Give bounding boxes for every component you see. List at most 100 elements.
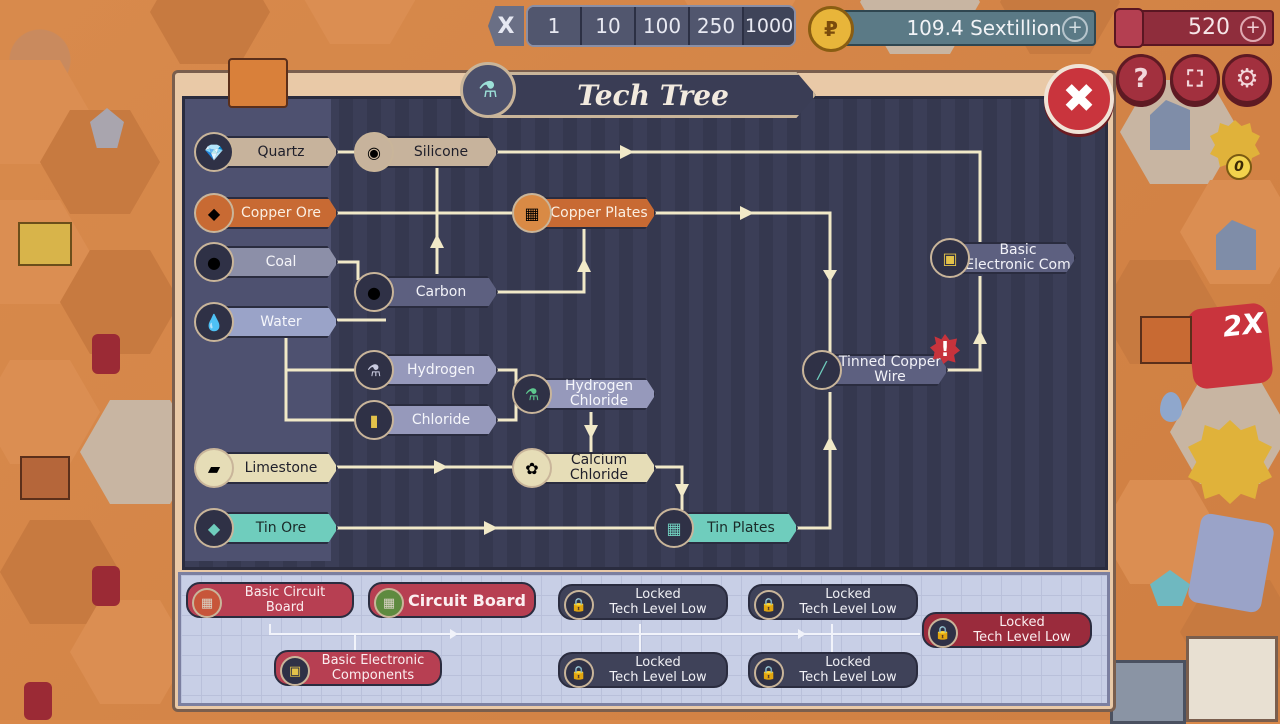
- tech-node-water[interactable]: 💧 Water: [194, 302, 338, 342]
- lock-icon: 🔒: [754, 590, 784, 620]
- label-line-2: Board: [265, 600, 305, 615]
- tech-node-hydrogen[interactable]: ⚗ Hydrogen: [354, 350, 498, 390]
- gems-value: 520: [1188, 15, 1230, 40]
- help-button[interactable]: ?: [1116, 54, 1166, 104]
- label-line-1: Calcium: [570, 452, 628, 468]
- limestone-icon: ▰: [194, 448, 234, 488]
- tech-node-carbon[interactable]: ● Carbon: [354, 272, 498, 312]
- money-bar: 109.4 Sextillion +: [836, 10, 1096, 46]
- water-drop-icon: [1160, 392, 1182, 422]
- barrel-icon: [92, 334, 120, 374]
- add-money-button[interactable]: +: [1062, 16, 1088, 42]
- tech-tree-area: [182, 96, 1108, 570]
- circuit-board-icon: ▦: [374, 588, 404, 618]
- multiplier-250-button[interactable]: 250: [690, 7, 744, 45]
- multiplier-selector: X 1 10 100 250 1000: [488, 4, 796, 48]
- coal-icon: ●: [194, 242, 234, 282]
- circuit-chip-icon: ▣: [930, 238, 970, 278]
- tech-node-copper-ore[interactable]: ◆ Copper Ore: [194, 193, 338, 233]
- label-line-2: Tech Level Low: [799, 602, 897, 617]
- gem-icon: [1114, 8, 1144, 48]
- keys-badge[interactable]: 0: [1210, 120, 1266, 180]
- add-gems-button[interactable]: +: [1240, 16, 1266, 42]
- tech-node-silicone[interactable]: ◉ Silicone: [354, 132, 498, 172]
- tech-node-label: Limestone: [208, 452, 338, 484]
- barrel-icon: [24, 682, 52, 720]
- multiplier-options: 1 10 100 250 1000: [526, 5, 796, 47]
- keys-count: 0: [1226, 154, 1252, 180]
- multiplier-10-button[interactable]: 10: [582, 7, 636, 45]
- label-line-2: Chloride: [569, 393, 629, 409]
- tech-node-copper-plates[interactable]: ▦ Copper Plates: [512, 193, 656, 233]
- panel-title-banner: Tech Tree: [490, 72, 816, 118]
- copper-ore-icon: ◆: [194, 193, 234, 233]
- hydrogen-flask-icon: ⚗: [354, 350, 394, 390]
- label-line-1: Basic Electronic: [321, 653, 425, 668]
- chloride-battery-icon: ▮: [354, 400, 394, 440]
- tech-node-quartz[interactable]: 💎 Quartz: [194, 132, 338, 172]
- multiplier-1-button[interactable]: 1: [528, 7, 582, 45]
- label-line-1: Locked: [825, 587, 871, 602]
- label-line-1: Locked: [635, 587, 681, 602]
- label-line-1: Basic Circuit: [244, 585, 326, 600]
- lock-icon: 🔒: [564, 590, 594, 620]
- lock-icon: 🔒: [564, 658, 594, 688]
- tech-node-tin-ore[interactable]: ◆ Tin Ore: [194, 508, 338, 548]
- settings-gear-button[interactable]: ⚙: [1222, 54, 1272, 104]
- label-line-1: Locked: [635, 655, 681, 670]
- close-button[interactable]: ✖: [1044, 64, 1114, 134]
- circuit-chip-icon: ▣: [280, 656, 310, 686]
- multiplier-100-button[interactable]: 100: [636, 7, 690, 45]
- multiplier-x-button[interactable]: X: [488, 6, 524, 46]
- gems-bar: 520 +: [1128, 10, 1274, 46]
- hydrogen-chloride-flask-icon: ⚗: [512, 374, 552, 414]
- label-line-2: Electronic Com: [965, 257, 1071, 273]
- tech-node-coal[interactable]: ● Coal: [194, 242, 338, 282]
- silicone-icon: ◉: [354, 132, 394, 172]
- label-line-2: Chloride: [569, 467, 629, 483]
- flask-gear-icon: ⚗: [460, 62, 516, 118]
- tin-ore-crystal-icon: ◆: [194, 508, 234, 548]
- tech-node-limestone[interactable]: ▰ Limestone: [194, 448, 338, 488]
- wire-icon: ╱: [802, 350, 842, 390]
- gold-bars-icon: [18, 222, 72, 266]
- money-counter: 109.4 Sextillion + ₽: [808, 6, 1096, 52]
- multiplier-1000-button[interactable]: 1000: [744, 7, 794, 45]
- map-tile: [60, 250, 180, 354]
- tech-node-chloride[interactable]: ▮ Chloride: [354, 400, 498, 440]
- circuit-board-node[interactable]: ▦ Circuit Board: [368, 582, 536, 618]
- lock-icon: 🔒: [928, 618, 958, 648]
- label-line-2: Wire: [874, 369, 906, 385]
- building-icon: [20, 456, 70, 500]
- tech-node-tin-plates[interactable]: ▦ Tin Plates: [654, 508, 798, 548]
- lock-icon: 🔒: [754, 658, 784, 688]
- label-line-2: Tech Level Low: [609, 670, 707, 685]
- copper-plates-icon: ▦: [512, 193, 552, 233]
- carbon-icon: ●: [354, 272, 394, 312]
- building-icon: [1140, 316, 1192, 364]
- label-line-1: Hydrogen: [564, 378, 634, 394]
- factory-icon: [228, 58, 288, 108]
- fullscreen-button[interactable]: ⛶: [1170, 54, 1220, 104]
- label-line-2: Components: [331, 668, 415, 683]
- quartz-icon: 💎: [194, 132, 234, 172]
- panel-title: Tech Tree: [577, 78, 729, 112]
- label-line-2: Tech Level Low: [799, 670, 897, 685]
- gems-counter: 520 +: [1112, 6, 1274, 48]
- label-line-2: Tech Level Low: [973, 630, 1071, 645]
